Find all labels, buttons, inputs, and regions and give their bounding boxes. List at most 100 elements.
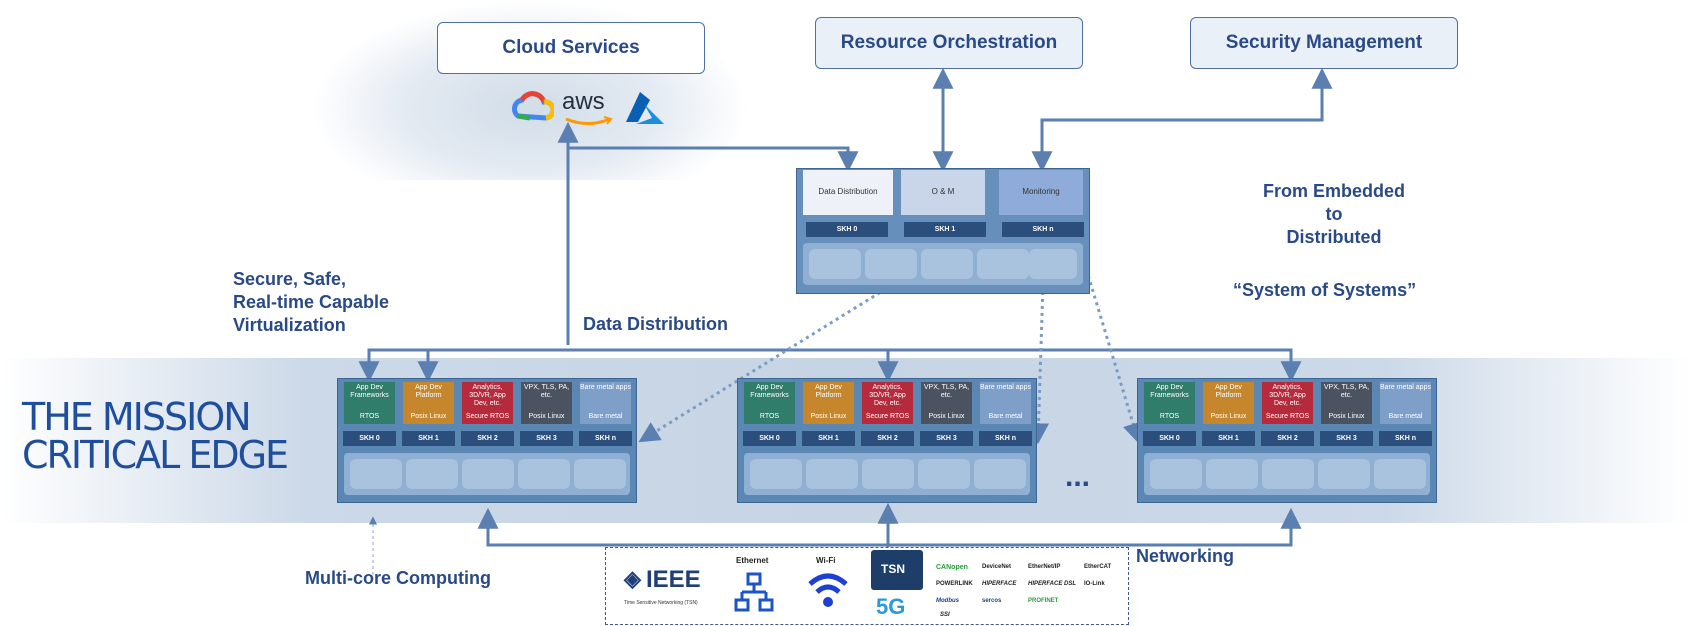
cloud-services-box: Cloud Services	[437, 22, 705, 74]
profinet-logo: PROFINET	[1028, 598, 1059, 604]
tsn-text: TSN	[881, 562, 905, 576]
devicenet-logo: DeviceNet	[982, 564, 1012, 570]
aws-smile-icon	[565, 116, 613, 125]
os-layer-0: RTOS	[344, 409, 395, 424]
wifi-label: Wi-Fi	[816, 556, 836, 565]
virtualization-label: Secure, Safe, Real-time Capable Virtuali…	[233, 268, 389, 337]
security-link	[1031, 67, 1333, 173]
distributed-control-node: Data Distribution O & M Monitoring SKH 0…	[796, 168, 1090, 294]
ieee-logo: ◈ IEEE Time Sensitive Networking (TSN)	[624, 566, 701, 606]
hardware-chip	[750, 459, 802, 489]
sercos-logo: sercos	[982, 598, 1002, 604]
multicore-label: Multi-core Computing	[305, 568, 491, 588]
app-stack-4: Bare metal apps	[980, 382, 1031, 409]
os-layer-0: RTOS	[1144, 409, 1195, 424]
networking-left	[477, 507, 888, 547]
app-stack-0: App Dev Frameworks	[744, 382, 795, 409]
app-stack-0: App Dev Frameworks	[344, 382, 395, 409]
os-layer-3: Posix Linux	[1321, 409, 1372, 424]
app-stack-4: Bare metal apps	[580, 382, 631, 409]
mission-line-2: CRITICAL EDGE	[22, 433, 289, 477]
os-layer-2: Secure RTOS	[1262, 409, 1313, 424]
embedded-line-3: Distributed	[1286, 227, 1382, 247]
module-monitoring: Monitoring	[999, 170, 1083, 215]
skh-block-4: SKH n	[1379, 431, 1432, 446]
embedded-line-2: to	[1325, 204, 1343, 224]
app-stack-4: Bare metal apps	[1380, 382, 1431, 409]
os-layer-4: Bare metal	[1380, 409, 1431, 424]
module-monitoring-label: Monitoring	[1022, 187, 1060, 196]
ieee-subtitle: Time Sensitive Networking (TSN)	[624, 600, 698, 606]
data-distribution-bus	[367, 348, 1293, 378]
hardware-chip	[918, 459, 970, 489]
ethernet-label: Ethernet	[736, 556, 769, 565]
app-stack-1: App Dev Platform	[1203, 382, 1254, 409]
os-layer-4: Bare metal	[980, 409, 1031, 424]
system-of-systems-label: “System of Systems”	[1233, 280, 1417, 300]
embedded-label: From Embedded to Distributed	[1240, 180, 1428, 249]
skh-block-1: SKH 1	[402, 431, 455, 446]
hardware-layer	[344, 453, 630, 495]
module-om: O & M	[901, 170, 985, 215]
cloud-logos: aws	[510, 88, 670, 128]
ethernet-icon	[734, 572, 774, 612]
hiperface-logo: HIPERFACE	[982, 581, 1017, 587]
module-data-distribution-label: Data Distribution	[818, 187, 878, 196]
skh-block-1: SKH 1	[1202, 431, 1255, 446]
hardware-chip	[1318, 459, 1370, 489]
ieee-text: IEEE	[646, 566, 701, 593]
skh-block-2: SKH 2	[861, 431, 914, 446]
hardware-layer	[1144, 453, 1430, 495]
os-layer-1: Posix Linux	[803, 409, 854, 424]
virtualization-line-3: Virtualization	[233, 315, 346, 335]
hardware-layer	[744, 453, 1030, 495]
app-stack-3: VPX, TLS, PA, etc.	[921, 382, 972, 409]
hardware-layer	[803, 243, 1083, 285]
hardware-chip	[862, 459, 914, 489]
module-om-label: O & M	[931, 187, 955, 196]
networking-right	[888, 507, 1302, 547]
resource-orchestration-box: Resource Orchestration	[815, 17, 1083, 69]
mission-critical-edge-title: THE MISSION CRITICAL EDGE	[22, 398, 289, 477]
aws-logo-text: aws	[562, 88, 605, 115]
modbus-logo: Modbus	[936, 598, 959, 604]
hardware-chip	[1150, 459, 1202, 489]
hardware-chip	[462, 459, 514, 489]
security-management-box: Security Management	[1190, 17, 1458, 69]
skh-block-3: SKH 3	[1320, 431, 1373, 446]
os-layer-1: Posix Linux	[403, 409, 454, 424]
more-nodes-ellipsis: ...	[1065, 460, 1091, 493]
hardware-chip	[1374, 459, 1426, 489]
skh-block-0: SKH 0	[743, 431, 796, 446]
hardware-chip	[806, 459, 858, 489]
skh-block-4: SKH n	[979, 431, 1032, 446]
ethercat-logo: EtherCAT	[1084, 564, 1112, 570]
skh-block-2: SKH 2	[1261, 431, 1314, 446]
tsn-logo: TSN	[871, 550, 923, 590]
wifi-icon	[808, 573, 848, 607]
app-stack-1: App Dev Platform	[803, 382, 854, 409]
ethernetip-logo: EtherNet/IP	[1028, 564, 1061, 570]
app-stack-3: VPX, TLS, PA, etc.	[521, 382, 572, 409]
azure-icon	[626, 92, 664, 124]
embedded-line-1: From Embedded	[1262, 181, 1405, 201]
virtualization-line-1: Secure, Safe,	[233, 269, 347, 289]
hardware-chip	[974, 459, 1026, 489]
skh-block-3: SKH 3	[920, 431, 973, 446]
app-stack-0: App Dev Frameworks	[1144, 382, 1195, 409]
hardware-chip	[406, 459, 458, 489]
data-distribution-link	[568, 146, 859, 173]
app-stack-2: Analytics, 3D/VR, App Dev, etc.	[1262, 382, 1313, 409]
os-layer-2: Secure RTOS	[862, 409, 913, 424]
os-layer-4: Bare metal	[580, 409, 631, 424]
app-stack-1: App Dev Platform	[403, 382, 454, 409]
ssi-logo: SSI	[940, 612, 950, 618]
os-layer-2: Secure RTOS	[462, 409, 513, 424]
google-cloud-icon	[512, 91, 554, 121]
app-stack-2: Analytics, 3D/VR, App Dev, etc.	[462, 382, 513, 409]
hardware-chip	[574, 459, 626, 489]
skh-block-1: SKH 1	[802, 431, 855, 446]
5g-logo: 5G	[876, 594, 906, 619]
